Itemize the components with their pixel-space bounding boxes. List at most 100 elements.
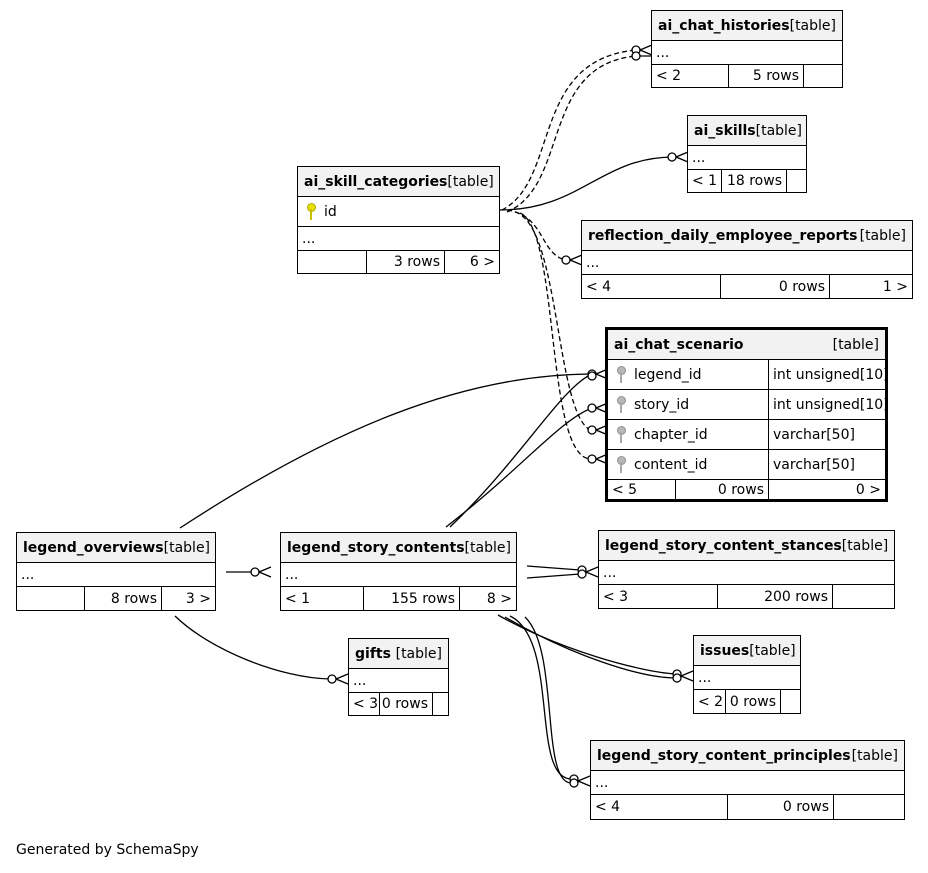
- table-type: [table]: [447, 173, 494, 190]
- table-header: gifts [table]: [349, 639, 448, 669]
- table-ai-skill-categories[interactable]: ai_skill_categories [table] id ... 3 row…: [297, 166, 500, 274]
- table-name[interactable]: ai_chat_histories: [658, 17, 790, 34]
- edge-categories-chat-histories-2: [506, 55, 637, 213]
- table-header: reflection_daily_employee_reports [table…: [582, 221, 912, 251]
- column-name: content_id: [634, 456, 708, 473]
- children-count: 0 >: [768, 480, 885, 499]
- children-count: [432, 693, 448, 715]
- columns-ellipsis: ...: [599, 561, 894, 585]
- table-reflection-daily-employee-reports[interactable]: reflection_daily_employee_reports [table…: [581, 220, 913, 299]
- table-type: [table]: [395, 645, 442, 662]
- parents-count: < 3: [603, 588, 629, 605]
- table-name[interactable]: ai_skill_categories: [304, 173, 448, 190]
- row-count: 5 rows: [728, 65, 803, 87]
- children-count: [832, 585, 894, 608]
- parents-count: < 5: [612, 481, 638, 498]
- column-type: int unsigned[10]: [768, 360, 885, 389]
- foreign-key-icon: [616, 425, 626, 444]
- column-name: chapter_id: [634, 426, 708, 443]
- table-stats: 8 rows 3 >: [17, 587, 215, 610]
- table-stats: 3 rows 6 >: [298, 251, 499, 273]
- table-issues[interactable]: issues [table] ... < 2 0 rows: [693, 635, 801, 714]
- table-type: [table]: [464, 539, 511, 556]
- crowfoot-fork: [258, 566, 272, 578]
- table-header: legend_story_contents [table]: [281, 533, 516, 563]
- row-count: 155 rows: [363, 587, 459, 610]
- table-header: ai_chat_scenario [table]: [608, 330, 885, 360]
- parents-count: < 1: [285, 590, 311, 607]
- table-name[interactable]: issues: [700, 642, 750, 659]
- parents-count: < 1: [692, 173, 718, 189]
- table-name[interactable]: gifts: [355, 645, 391, 662]
- children-count: [780, 690, 800, 713]
- table-stats: < 5 0 rows 0 >: [608, 480, 885, 499]
- children-count: [833, 795, 904, 819]
- table-legend-story-contents[interactable]: legend_story_contents [table] ... < 1 15…: [280, 532, 517, 611]
- row-count: 8 rows: [84, 587, 161, 610]
- table-stats: < 1 155 rows 8 >: [281, 587, 516, 610]
- table-stats: < 4 0 rows 1 >: [582, 275, 912, 298]
- edge-contents-stances-2: [526, 573, 581, 579]
- table-type: [table]: [163, 539, 211, 556]
- table-type: [table]: [749, 642, 796, 659]
- table-name[interactable]: legend_story_content_principles: [597, 747, 851, 764]
- edge-overviews-scenario: [179, 373, 591, 529]
- table-name[interactable]: reflection_daily_employee_reports: [588, 227, 858, 244]
- row-count: 0 rows: [720, 275, 829, 298]
- table-ai-chat-scenario[interactable]: ai_chat_scenario [table] legend_id int u…: [605, 327, 888, 502]
- parents-count: < 2: [698, 693, 724, 710]
- table-ai-skills[interactable]: ai_skills [table] ... < 1 18 rows: [687, 115, 807, 193]
- table-name[interactable]: legend_story_content_stances: [605, 537, 842, 554]
- edge-categories-scenario-content: [519, 212, 591, 460]
- table-stats: < 4 0 rows: [591, 795, 904, 819]
- edge-contents-principles-1: [509, 615, 573, 780]
- table-name[interactable]: legend_overviews: [23, 539, 164, 556]
- edge-categories-skills: [499, 156, 673, 211]
- table-type: [table]: [789, 17, 836, 34]
- table-type: [table]: [851, 747, 898, 764]
- edge-categories-scenario-chapter: [514, 211, 591, 431]
- column-row-story-id: story_id int unsigned[10]: [608, 390, 885, 420]
- table-legend-overviews[interactable]: legend_overviews [table] ... 8 rows 3 >: [16, 532, 216, 611]
- crowfoot-circle: [631, 51, 641, 61]
- crowfoot-fork: [577, 775, 591, 787]
- table-name[interactable]: ai_skills: [694, 122, 756, 139]
- table-stats: < 2 0 rows: [694, 690, 800, 713]
- table-gifts[interactable]: gifts [table] ... < 3 0 rows: [348, 638, 449, 716]
- column-type: varchar[50]: [768, 450, 885, 479]
- parents-count: < 4: [586, 278, 612, 295]
- crowfoot-circle: [577, 569, 587, 579]
- children-count: 1 >: [829, 275, 912, 298]
- table-name[interactable]: legend_story_contents: [287, 539, 465, 556]
- table-header: legend_story_content_stances [table]: [599, 531, 894, 561]
- crowfoot-circle: [561, 255, 571, 265]
- row-count: 0 rows: [727, 795, 833, 819]
- column-type: varchar[50]: [768, 420, 885, 449]
- generator-credit: Generated by SchemaSpy: [16, 842, 199, 858]
- crowfoot-circle: [569, 778, 579, 788]
- table-legend-story-content-principles[interactable]: legend_story_content_principles [table] …: [590, 740, 905, 820]
- children-count: [803, 65, 842, 87]
- table-header: legend_story_content_principles [table]: [591, 741, 904, 771]
- edge-contents-stances-1: [526, 565, 581, 571]
- table-stats: < 2 5 rows: [652, 65, 842, 87]
- table-name[interactable]: ai_chat_scenario: [614, 336, 744, 353]
- row-count: 0 rows: [379, 693, 432, 715]
- columns-ellipsis: ...: [694, 666, 800, 690]
- column-type: int unsigned[10]: [768, 390, 885, 419]
- edge-contents-scenario-1: [445, 407, 593, 528]
- table-header: ai_chat_histories [table]: [652, 11, 842, 41]
- crowfoot-fork: [639, 44, 653, 57]
- crowfoot-fork: [675, 151, 689, 163]
- column-row-content-id: content_id varchar[50]: [608, 450, 885, 480]
- row-count: 0 rows: [675, 480, 768, 499]
- table-ai-chat-histories[interactable]: ai_chat_histories [table] ... < 2 5 rows: [651, 10, 843, 88]
- crowfoot-circle: [587, 454, 597, 464]
- table-type: [table]: [859, 227, 906, 244]
- edge-contents-issues-1: [497, 614, 677, 675]
- crowfoot-circle: [327, 674, 337, 684]
- table-legend-story-content-stances[interactable]: legend_story_content_stances [table] ...…: [598, 530, 895, 609]
- edge-contents-issues-2: [504, 616, 677, 679]
- table-header: ai_skills [table]: [688, 116, 806, 146]
